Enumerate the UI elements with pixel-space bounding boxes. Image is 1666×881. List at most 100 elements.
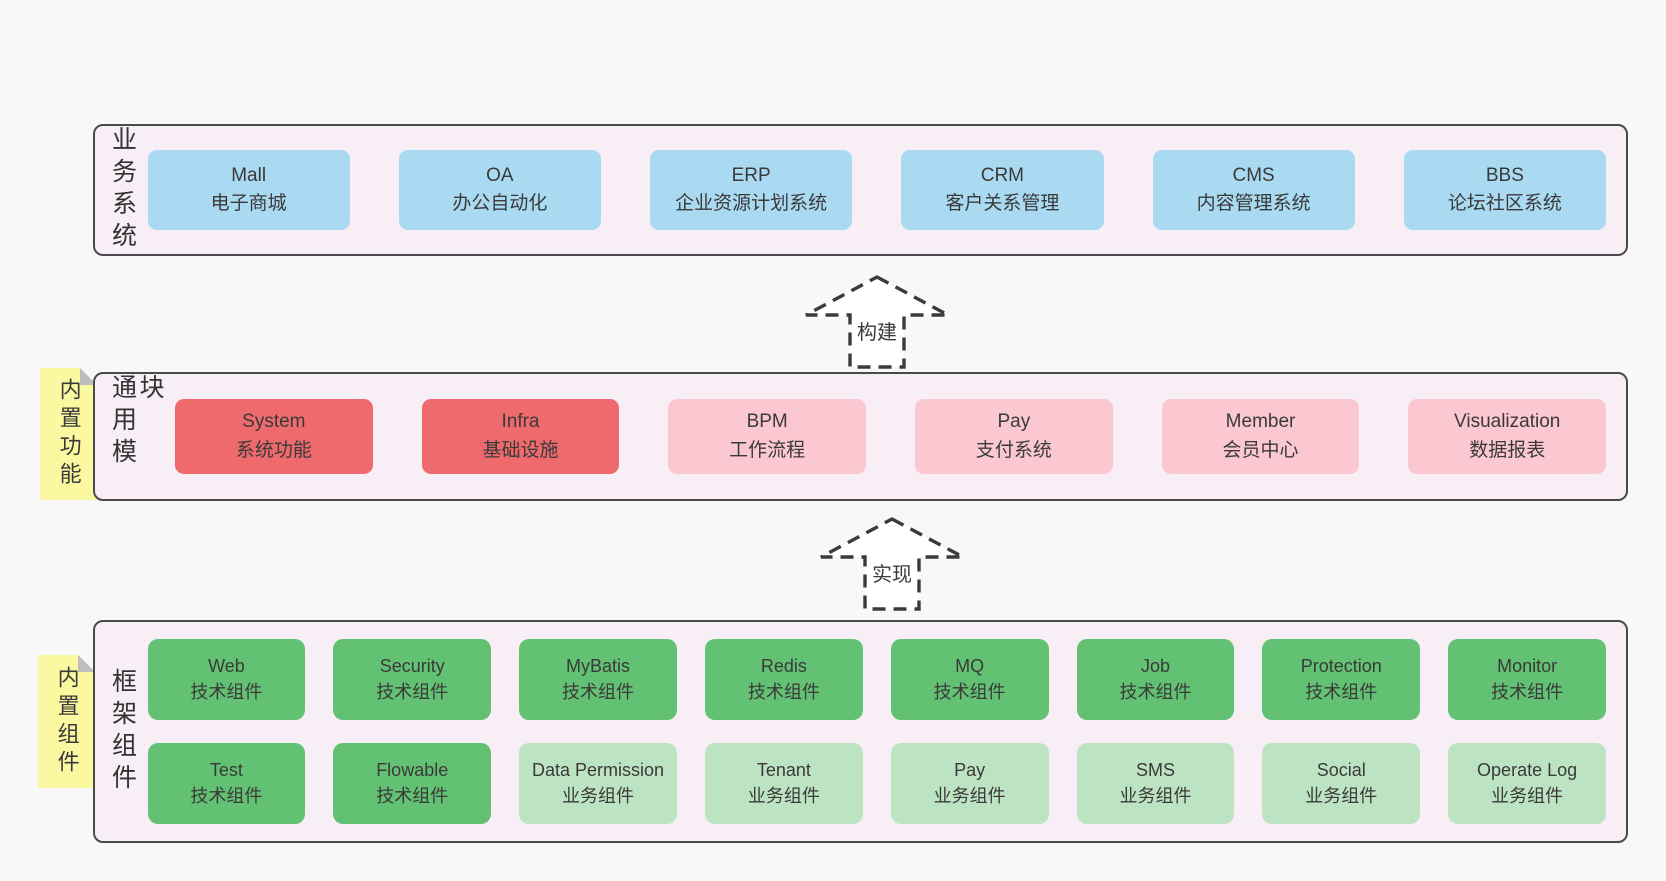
box-data-permission-desc: 业务组件 xyxy=(562,785,635,806)
box-oa-name: OA xyxy=(486,164,514,186)
box-oa-desc: 办公自动化 xyxy=(452,193,548,214)
box-cms: CMS 内容管理系统 xyxy=(1152,150,1355,230)
box-test-desc: 技术组件 xyxy=(190,785,263,806)
box-mybatis-desc: 技术组件 xyxy=(562,681,635,702)
box-pay-name: Pay xyxy=(997,411,1031,432)
box-operate-log-name: Operate Log xyxy=(1477,759,1578,780)
box-member: Member 会员中心 xyxy=(1161,399,1360,474)
box-tenant: Tenant 业务组件 xyxy=(704,743,863,824)
implement-arrow: 实现 xyxy=(817,514,967,614)
box-mybatis: MyBatis 技术组件 xyxy=(519,639,677,720)
box-monitor: Monitor 技术组件 xyxy=(1448,639,1606,720)
box-crm: CRM 客户关系管理 xyxy=(901,150,1104,230)
box-tenant-name: Tenant xyxy=(756,759,811,780)
business-systems-label: 业务系统 xyxy=(108,126,137,254)
box-test-name: Test xyxy=(209,759,243,780)
box-erp: ERP 企业资源计划系统 xyxy=(650,150,853,230)
box-redis-desc: 技术组件 xyxy=(747,681,820,702)
box-protection: Protection 技术组件 xyxy=(1262,639,1421,720)
box-flowable: Flowable 技术组件 xyxy=(333,743,492,824)
box-sms-desc: 业务组件 xyxy=(1119,785,1192,806)
box-monitor-name: Monitor xyxy=(1497,655,1558,676)
framework-components-label: 框架组件 xyxy=(108,667,137,796)
box-social: Social 业务组件 xyxy=(1262,743,1421,824)
box-mybatis-name: MyBatis xyxy=(566,655,631,676)
box-redis: Redis 技术组件 xyxy=(704,639,863,720)
box-monitor-desc: 技术组件 xyxy=(1491,681,1564,702)
box-pay-desc: 支付系统 xyxy=(975,439,1052,461)
box-pay-business-desc: 业务组件 xyxy=(933,785,1006,806)
box-security: Security 技术组件 xyxy=(333,639,492,720)
common-modules-label: 通用模块 xyxy=(108,374,165,470)
box-operate-log-desc: 业务组件 xyxy=(1491,785,1564,806)
box-erp-desc: 企业资源计划系统 xyxy=(675,193,828,214)
box-data-permission-name: Data Permission xyxy=(532,759,665,780)
box-security-name: Security xyxy=(379,655,445,676)
builtin-features-note: 内置功能 xyxy=(40,368,97,500)
box-pay-business: Pay 业务组件 xyxy=(890,743,1049,824)
implement-arrow-label: 实现 xyxy=(869,558,915,587)
box-bbs: BBS 论坛社区系统 xyxy=(1403,150,1606,230)
box-job-name: Job xyxy=(1140,655,1170,676)
box-web-name: Web xyxy=(208,655,245,676)
box-bpm-desc: 工作流程 xyxy=(729,439,806,461)
box-visualization-name: Visualization xyxy=(1454,411,1561,432)
builtin-components-note-label: 内置组件 xyxy=(54,665,80,778)
box-mall-desc: 电子商城 xyxy=(210,193,287,214)
box-job-desc: 技术组件 xyxy=(1119,681,1192,702)
box-operate-log: Operate Log 业务组件 xyxy=(1448,743,1606,824)
framework-components-panel: 框架组件 Web 技术组件 Security 技术组件 MyBatis 技术组件… xyxy=(93,620,1628,843)
business-systems-row: Mall 电子商城 OA 办公自动化 ERP 企业资源计划系统 CRM 客户关系… xyxy=(136,150,1627,230)
box-crm-desc: 客户关系管理 xyxy=(945,193,1060,214)
box-pay: Pay 支付系统 xyxy=(915,399,1113,474)
box-data-permission: Data Permission 业务组件 xyxy=(519,743,677,824)
box-mq-name: MQ xyxy=(955,655,985,676)
box-job: Job 技术组件 xyxy=(1076,639,1235,720)
box-pay-business-name: Pay xyxy=(954,759,986,780)
box-mq: MQ 技术组件 xyxy=(890,639,1049,720)
box-social-name: Social xyxy=(1316,759,1366,780)
box-mq-desc: 技术组件 xyxy=(933,681,1006,702)
box-visualization: Visualization 数据报表 xyxy=(1408,399,1607,474)
box-visualization-desc: 数据报表 xyxy=(1469,439,1546,461)
box-social-desc: 业务组件 xyxy=(1305,785,1378,806)
box-flowable-name: Flowable xyxy=(376,759,449,780)
builtin-features-note-label: 内置功能 xyxy=(56,378,82,490)
box-test: Test 技术组件 xyxy=(147,743,306,824)
build-arrow-label: 构建 xyxy=(854,316,900,345)
box-member-desc: 会员中心 xyxy=(1222,439,1299,461)
box-system: System 系统功能 xyxy=(175,399,373,474)
box-web: Web 技术组件 xyxy=(147,639,306,720)
box-protection-desc: 技术组件 xyxy=(1305,681,1378,702)
box-erp-name: ERP xyxy=(731,164,771,186)
box-sms-name: SMS xyxy=(1135,759,1175,780)
box-security-desc: 技术组件 xyxy=(376,681,449,702)
common-modules-row: System 系统功能 Infra 基础设施 BPM 工作流程 Pay 支付系统… xyxy=(163,399,1626,474)
common-modules-panel: 通用模块 System 系统功能 Infra 基础设施 BPM 工作流程 Pay… xyxy=(93,372,1628,501)
box-bbs-name: BBS xyxy=(1485,164,1524,186)
box-infra-name: Infra xyxy=(501,411,540,432)
box-system-desc: 系统功能 xyxy=(235,439,312,461)
build-arrow: 构建 xyxy=(802,272,952,372)
framework-components-grid: Web 技术组件 Security 技术组件 MyBatis 技术组件 Redi… xyxy=(136,639,1627,824)
box-bbs-desc: 论坛社区系统 xyxy=(1447,193,1562,214)
box-redis-name: Redis xyxy=(760,655,807,676)
box-sms: SMS 业务组件 xyxy=(1076,743,1235,824)
box-oa: OA 办公自动化 xyxy=(398,150,601,230)
box-member-name: Member xyxy=(1225,411,1296,432)
box-mall-name: Mall xyxy=(231,164,267,186)
builtin-components-note: 内置组件 xyxy=(38,655,95,788)
business-systems-panel: 业务系统 Mall 电子商城 OA 办公自动化 ERP 企业资源计划系统 CRM… xyxy=(93,124,1628,256)
box-protection-name: Protection xyxy=(1300,655,1382,676)
box-web-desc: 技术组件 xyxy=(190,681,263,702)
box-bpm: BPM 工作流程 xyxy=(668,399,867,474)
box-infra: Infra 基础设施 xyxy=(421,399,620,474)
box-bpm-name: BPM xyxy=(746,411,788,432)
box-cms-desc: 内容管理系统 xyxy=(1196,193,1311,214)
box-cms-name: CMS xyxy=(1232,164,1275,186)
box-mall: Mall 电子商城 xyxy=(147,150,350,230)
box-infra-desc: 基础设施 xyxy=(482,439,559,461)
box-tenant-desc: 业务组件 xyxy=(747,785,820,806)
box-system-name: System xyxy=(242,411,306,432)
